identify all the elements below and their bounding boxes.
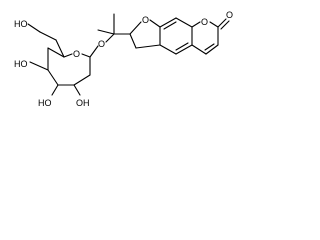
bond [175, 17, 193, 28]
isopropyl-linker [97, 13, 131, 43]
structure-canvas: O O O O O HO HO HO OH [0, 0, 240, 113]
bond [51, 84, 59, 96]
hydroxyl-c4-label: HO [14, 59, 28, 69]
bond [39, 31, 57, 41]
bond [27, 23, 41, 33]
bond [89, 45, 99, 58]
bond [63, 53, 73, 58]
hydroxymethyl-label: HO [14, 19, 28, 29]
bond [47, 47, 65, 58]
bond [73, 74, 91, 86]
bond [47, 69, 59, 86]
bond [135, 44, 161, 49]
bond [105, 33, 115, 43]
pyranone-ring [191, 18, 230, 55]
ring-oxygen-label: O [73, 49, 80, 59]
hydroxyl-c3-label: HO [38, 98, 52, 108]
bond [191, 21, 201, 28]
benzene-ring [159, 17, 193, 55]
bond [29, 61, 49, 71]
carbonyl-oxygen-label: O [226, 10, 233, 20]
bond [217, 18, 227, 28]
lactone-oxygen-label: O [201, 17, 208, 27]
bond [97, 29, 115, 35]
glucose-ring [27, 23, 99, 96]
bond [81, 53, 91, 58]
dihydrofuran-ring [129, 19, 161, 49]
bond [73, 84, 81, 96]
bond [55, 39, 65, 58]
bond [149, 19, 161, 28]
bond [204, 43, 215, 51]
bond [205, 44, 219, 55]
bond [209, 21, 219, 28]
bond [129, 21, 142, 35]
glycosidic-oxygen-label: O [98, 39, 105, 49]
bond [175, 44, 193, 55]
bond [163, 21, 177, 30]
furan-oxygen-label: O [142, 15, 149, 25]
bond [191, 44, 207, 55]
bond [175, 42, 189, 51]
hydroxyl-c2-label: OH [76, 98, 90, 108]
bond [159, 44, 177, 55]
bond [220, 20, 230, 30]
bond [159, 17, 177, 28]
bond [129, 33, 137, 49]
chemical-structure: O O O O O HO HO HO OH [14, 10, 233, 108]
